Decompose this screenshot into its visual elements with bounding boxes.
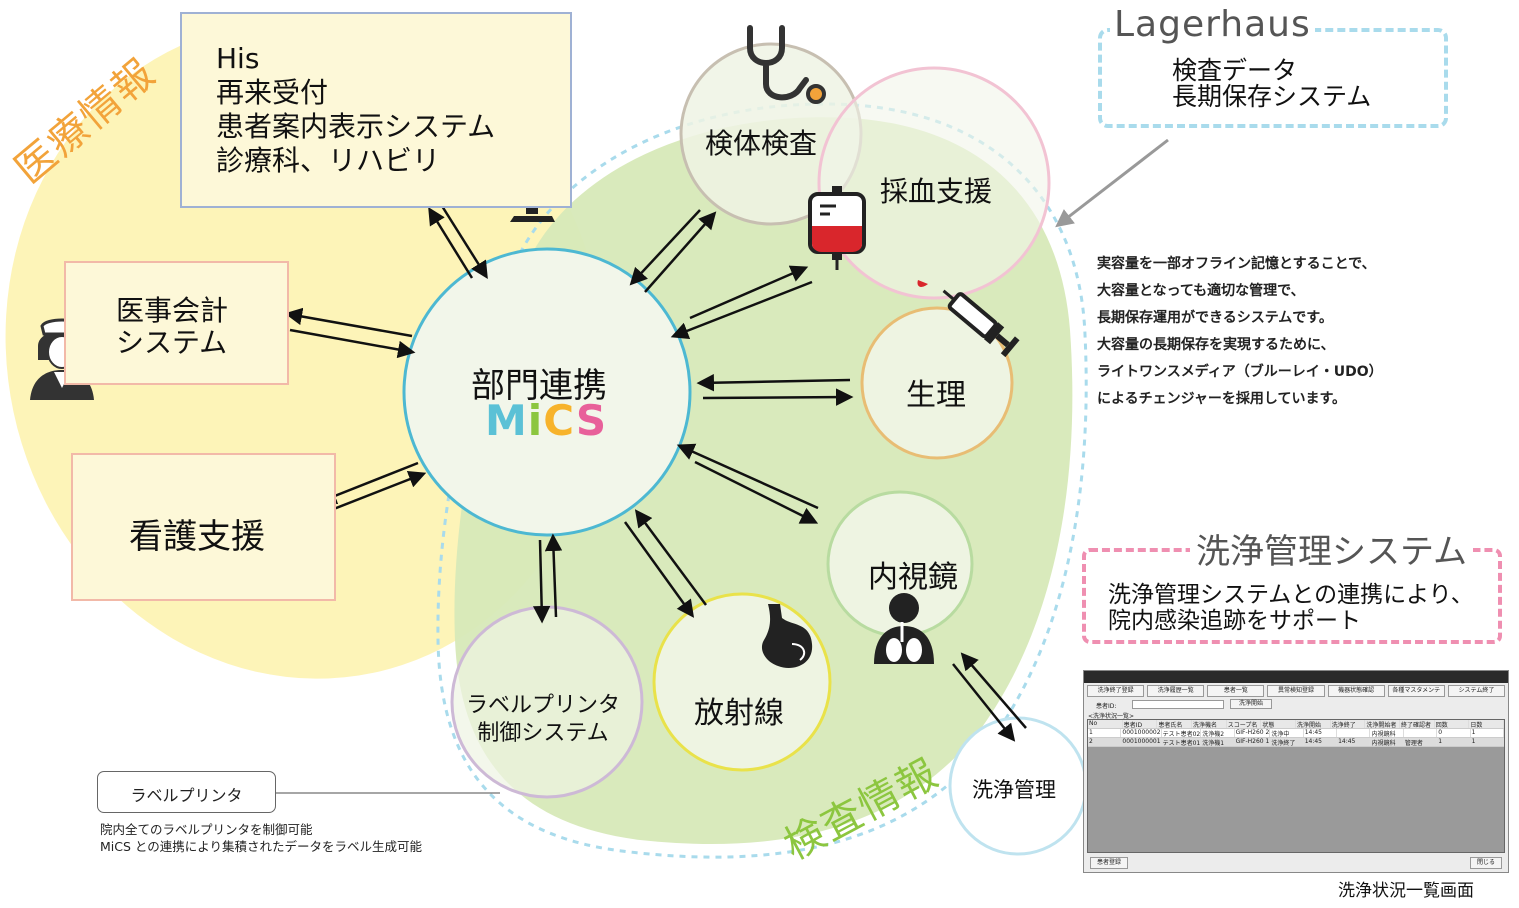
note-line1: 実容量を一部オフライン記憶とすることで、 xyxy=(1097,256,1376,272)
shot-register-button: 患者登録 xyxy=(1090,857,1129,869)
accounting-line1: 医事会計 xyxy=(116,294,229,327)
shot-patient-input xyxy=(1132,700,1224,709)
logo-letter-i: i xyxy=(527,396,544,445)
label-printer-title: ラベルプリンタ xyxy=(130,786,243,805)
label-printer-ctrl-label: ラベルプリンタ 制御システム xyxy=(466,692,620,748)
col-starter: 洗浄開始者 xyxy=(1365,720,1401,729)
note-line5: ライトワンスメディア（ブルーレイ・UDO） xyxy=(1097,364,1383,380)
blood-bag-icon xyxy=(808,186,866,270)
logo-letter-s: S xyxy=(575,396,608,445)
shot-grid-header: No 患者ID 患者氏名 洗浄機名 スコープ名 状態 洗浄開始 洗浄終了 洗浄開… xyxy=(1088,720,1505,729)
washing-system-title: 洗浄管理システム xyxy=(1190,524,1473,573)
center-title: 部門連携 xyxy=(471,366,607,406)
mics-logo: MiCS xyxy=(485,396,607,445)
accounting-line2: システム xyxy=(116,326,228,359)
logo-letter-m: M xyxy=(485,396,528,445)
note-line3: 長期保存運用ができるシステムです。 xyxy=(1097,310,1333,326)
washing-desc-line1: 洗浄管理システムとの連携により、 xyxy=(1108,582,1474,608)
shot-btn-4: 異常検知登録 xyxy=(1267,685,1325,697)
label-printer-desc: 院内全てのラベルプリンタを制御可能 MiCS との連携により集積されたデータをラ… xyxy=(100,821,422,855)
col-machine: 洗浄機名 xyxy=(1192,720,1227,729)
radiology-circle xyxy=(652,592,832,772)
table-row: 2 0001000001 テスト患者01 洗浄機1 GIF-H260 1 洗浄終… xyxy=(1088,738,1504,747)
stomach-icon xyxy=(761,604,813,668)
lagerhaus-arrow xyxy=(1055,138,1169,228)
note-line4: 大容量の長期保存を実現するために、 xyxy=(1097,337,1335,353)
shot-btn-2: 洗浄履歴一覧 xyxy=(1147,685,1205,697)
his-line-reception: 再来受付 xyxy=(216,76,329,109)
his-lines: His 再来受付 患者案内表示システム 診療科、リハビリ xyxy=(216,42,495,178)
physiology-label: 生理 xyxy=(906,378,966,413)
label-printer-desc2: MiCS との連携により集積されたデータをラベル生成可能 xyxy=(100,839,423,854)
accounting-box: 医事会計 システム xyxy=(64,261,289,385)
nursing-box: 看護支援 xyxy=(71,453,336,601)
label-printer-desc1: 院内全てのラベルプリンタを制御可能 xyxy=(100,822,313,837)
shot-btn-7: システム終了 xyxy=(1447,685,1505,697)
col-start: 洗浄開始 xyxy=(1296,720,1331,729)
physiology-circle xyxy=(860,306,1014,460)
endoscope-label: 内視鏡 xyxy=(868,560,958,595)
col-patient-id: 患者ID xyxy=(1123,720,1158,729)
col-no: No xyxy=(1088,720,1123,728)
note-line6: によるチェンジャーを採用しています。 xyxy=(1097,391,1347,407)
col-scope: スコープ名 xyxy=(1227,720,1262,729)
person-lungs-icon xyxy=(874,593,934,664)
shot-btn-3: 患者一覧 xyxy=(1207,685,1265,697)
lagerhaus-line1: 検査データ xyxy=(1172,56,1298,85)
radiology-label: 放射線 xyxy=(694,696,784,731)
his-line-guidance: 患者案内表示システム xyxy=(216,110,496,143)
stethoscope-icon xyxy=(747,25,826,104)
note-line2: 大容量となっても適切な管理で、 xyxy=(1097,283,1305,299)
shot-patient-label: 患者ID: xyxy=(1096,703,1117,710)
his-line-clinic: 診療科、リハビリ xyxy=(216,144,441,177)
shot-close-button: 閉じる xyxy=(1469,857,1502,869)
nursing-label: 看護支援 xyxy=(129,517,265,557)
his-title: His xyxy=(216,42,260,75)
shot-btn-6: 各種マスタメンテ xyxy=(1387,685,1445,697)
label-printer-box: ラベルプリンタ xyxy=(97,771,276,813)
shot-btn-1: 洗浄終了登録 xyxy=(1087,685,1145,697)
screenshot-toolbar: 洗浄終了登録 洗浄履歴一覧 患者一覧 異常検知登録 機器状態確認 各種マスタメン… xyxy=(1087,685,1505,697)
shot-grid: No 患者ID 患者氏名 洗浄機名 スコープ名 状態 洗浄開始 洗浄終了 洗浄開… xyxy=(1087,719,1505,853)
screenshot-titlebar xyxy=(1084,671,1508,683)
shot-btn-5: 機器状態確認 xyxy=(1327,685,1385,697)
label-printer-ctrl-line2: 制御システム xyxy=(477,721,609,746)
syringe-icon xyxy=(917,280,1020,358)
lagerhaus-line2: 長期保存システム xyxy=(1172,82,1372,111)
blood-label: 採血支援 xyxy=(880,175,993,208)
col-confirmer: 終了確認者 xyxy=(1400,720,1435,729)
shot-section-label: <洗浄状況一覧> xyxy=(1088,713,1135,720)
screenshot-caption: 洗浄状況一覧画面 xyxy=(1338,881,1474,901)
col-count: 回数 xyxy=(1435,720,1470,729)
washing-status-screenshot: 洗浄終了登録 洗浄履歴一覧 患者一覧 異常検知登録 機器状態確認 各種マスタメン… xyxy=(1083,670,1509,873)
washing-label: 洗浄管理 xyxy=(972,778,1056,802)
specimen-label: 検体検査 xyxy=(705,127,818,160)
his-box: His 再来受付 患者案内表示システム 診療科、リハビリ xyxy=(180,12,572,208)
lagerhaus-title: Lagerhaus xyxy=(1110,4,1315,45)
shot-start-button: 洗浄開始 xyxy=(1230,699,1272,709)
col-status: 状態 xyxy=(1261,720,1297,729)
label-printer-ctrl-line1: ラベルプリンタ xyxy=(466,693,621,718)
washing-system-desc: 洗浄管理システムとの連携により、 院内感染追跡をサポート xyxy=(1108,582,1474,634)
col-patient-name: 患者氏名 xyxy=(1157,720,1193,729)
lagerhaus-note: 実容量を一部オフライン記憶とすることで、 大容量となっても適切な管理で、 長期保… xyxy=(1097,251,1383,413)
blood-circle xyxy=(817,66,1051,300)
col-days: 日数 xyxy=(1469,720,1505,729)
logo-letter-c: C xyxy=(543,396,576,445)
lagerhaus-desc: 検査データ 長期保存システム xyxy=(1172,58,1371,110)
washing-desc-line2: 院内感染追跡をサポート xyxy=(1108,608,1361,634)
col-end: 洗浄終了 xyxy=(1331,720,1366,729)
table-row: 1 0001000002 テスト患者02 洗浄機2 GIF-H260 2 洗浄中… xyxy=(1088,729,1504,738)
